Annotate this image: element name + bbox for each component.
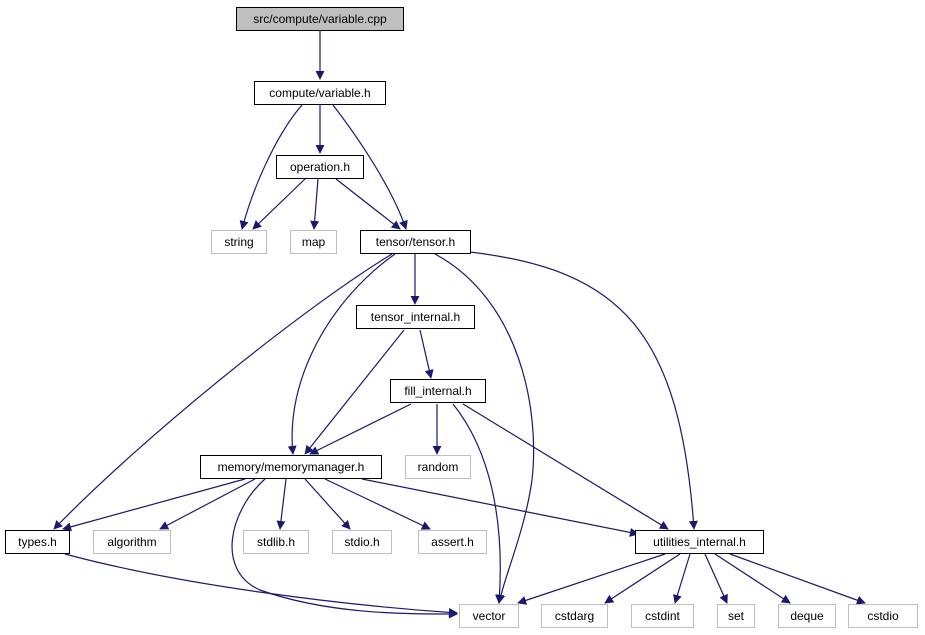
edge-memorymanager-h-to-assert-h	[324, 478, 431, 530]
edge-tensor-h-to-utilities-internal-h	[469, 251, 698, 530]
edge-compute-variable-h-to-string	[239, 104, 303, 230]
edge-memorymanager-h-to-stdlib-h	[276, 478, 287, 530]
edge-utilities-internal-h-to-cstdio	[729, 553, 866, 605]
node-cstdint: cstdint	[631, 604, 694, 628]
edge-tensor-h-to-vector	[434, 253, 535, 604]
edge-operation-h-to-map	[310, 178, 320, 230]
node-tensor-tensor-h[interactable]: tensor/tensor.h	[360, 230, 471, 254]
edge-utilities-internal-h-to-cstdarg	[604, 553, 681, 604]
node-string: string	[211, 230, 267, 254]
edge-memorymanager-h-to-vector	[231, 478, 458, 619]
edge-memorymanager-h-to-types-h	[62, 478, 246, 532]
edge-tensor-internal-h-to-fill-internal-h	[419, 329, 434, 379]
edge-utilities-internal-h-to-set	[704, 553, 728, 604]
node-map: map	[290, 230, 337, 254]
edge-utilities-internal-h-to-cstdint	[673, 553, 691, 604]
edge-operation-h-to-tensor-h	[335, 178, 401, 230]
edge-types-h-to-vector	[64, 553, 458, 617]
edge-operation-h-to-string	[252, 178, 306, 230]
node-set: set	[717, 604, 755, 628]
edge-utilities-internal-h-to-vector	[517, 553, 666, 605]
node-variable-cpp: src/compute/variable.cpp	[236, 7, 404, 31]
edge-fill-internal-h-to-vector	[452, 403, 505, 604]
node-stdio-h: stdio.h	[332, 530, 392, 554]
node-assert-h: assert.h	[418, 530, 487, 554]
edge-tensor-h-to-memorymanager-h	[287, 253, 396, 455]
edge-utilities-internal-h-to-deque	[714, 553, 791, 604]
edge-fill-internal-h-to-memorymanager-h	[309, 403, 412, 455]
node-cstdarg: cstdarg	[541, 604, 608, 628]
edge-tensor-internal-h-to-memorymanager-h	[304, 329, 405, 455]
edge-fill-internal-h-to-utilities-internal-h	[462, 403, 669, 530]
node-cstdio: cstdio	[848, 604, 918, 628]
node-deque: deque	[778, 604, 836, 628]
node-compute-variable-h[interactable]: compute/variable.h	[254, 81, 386, 105]
node-stdlib-h: stdlib.h	[243, 530, 309, 554]
edge-memorymanager-h-to-stdio-h	[304, 478, 351, 530]
node-utilities-internal-h[interactable]: utilities_internal.h	[635, 530, 764, 554]
edge-compute-variable-h-to-tensor-h	[332, 104, 408, 230]
node-vector: vector	[459, 604, 519, 628]
node-random: random	[405, 455, 471, 479]
node-operation-h[interactable]: operation.h	[276, 155, 364, 179]
node-algorithm: algorithm	[93, 530, 171, 554]
node-memorymanager-h[interactable]: memory/memorymanager.h	[200, 455, 382, 479]
edge-tensor-h-to-types-h	[53, 253, 393, 530]
node-types-h[interactable]: types.h	[5, 530, 70, 554]
edge-memorymanager-h-to-utilities-internal-h	[361, 478, 639, 537]
node-fill-internal-h[interactable]: fill_internal.h	[390, 379, 486, 403]
edge-memorymanager-h-to-algorithm	[159, 478, 256, 530]
node-tensor-internal-h[interactable]: tensor_internal.h	[356, 305, 475, 329]
